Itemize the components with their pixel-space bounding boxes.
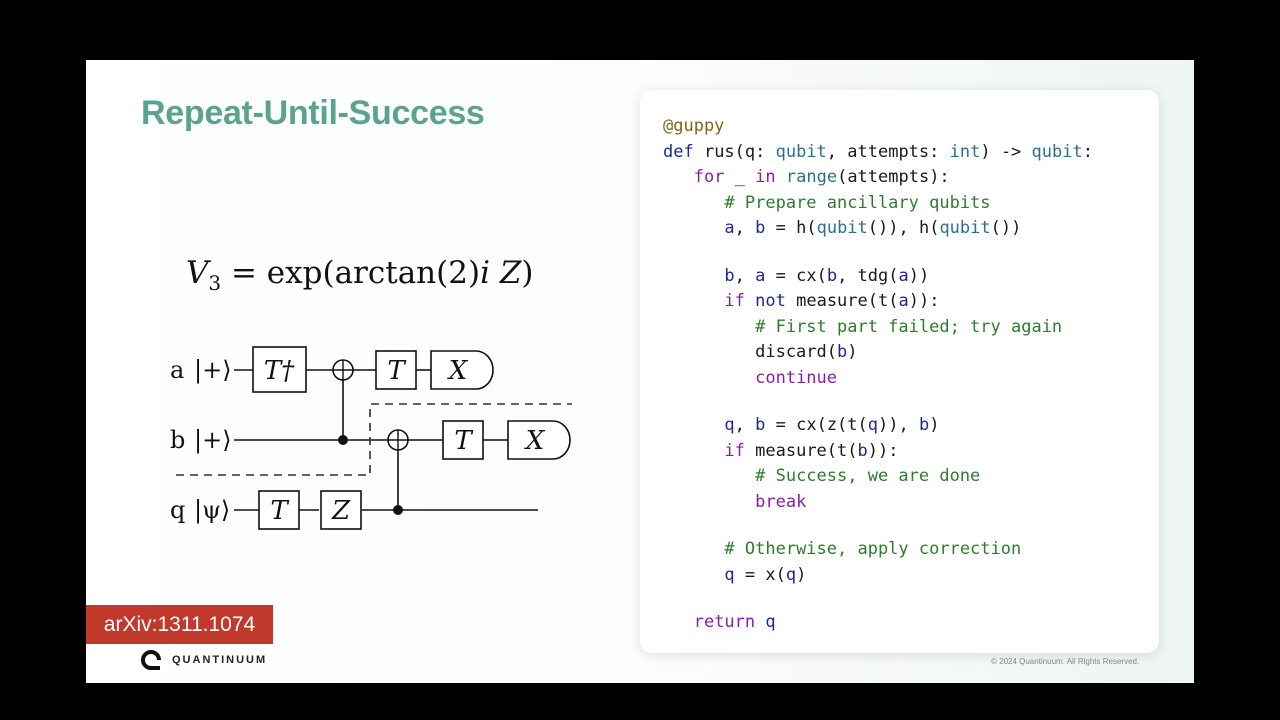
code-panel: @guppy def rus(q: qubit, attempts: int) -… — [640, 90, 1159, 653]
gate-z-q: Z — [320, 490, 362, 530]
code-block: @guppy def rus(q: qubit, attempts: int) -… — [663, 114, 1093, 636]
svg-text:T: T — [387, 356, 406, 386]
slide-title: Repeat-Until-Success — [141, 94, 485, 132]
code-line: if measure(t(b)): — [724, 440, 899, 461]
qubit-q-state: |ψ⟩ — [194, 496, 230, 525]
slide: Repeat-Until-Success V3 = exp(arctan(2)i… — [86, 60, 1194, 683]
gate-t-dagger-a: T† — [252, 346, 307, 393]
code-line: for _ in range(attempts): — [693, 167, 950, 187]
gate-t-a: T — [375, 350, 417, 390]
code-line: # Prepare ancillary qubits — [724, 192, 991, 213]
code-line: q, b = cx(z(t(q)), b) — [724, 415, 940, 435]
code-line: # First part failed; try again — [755, 316, 1063, 337]
measure-x-a: X — [430, 350, 494, 390]
code-line: q = x(q) — [724, 564, 807, 585]
code-line: a, b = h(qubit()), h(qubit()) — [724, 218, 1022, 238]
code-line — [663, 391, 1093, 413]
quantum-circuit: a |+⟩ b |+⟩ q |ψ⟩ — [170, 346, 572, 530]
code-line: if not measure(t(a)): — [724, 291, 940, 311]
gate-t-b: T — [442, 420, 484, 460]
code-line — [663, 515, 1093, 537]
code-line: return q — [693, 612, 776, 632]
formula: V3 = exp(arctan(2)i Z) — [186, 255, 534, 295]
svg-text:T†: T† — [264, 356, 295, 386]
svg-text:T: T — [454, 426, 473, 456]
formula-rhs-pre: = exp(arctan(2) — [221, 255, 481, 291]
formula-i: i — [480, 255, 490, 291]
wires — [234, 369, 538, 511]
code-line: # Success, we are done — [755, 466, 981, 486]
svg-text:X: X — [447, 356, 469, 386]
measure-x-b: X — [507, 420, 571, 460]
formula-subscript: 3 — [208, 271, 222, 296]
code-line: discard(b) — [663, 342, 858, 362]
formula-rhs-post: ) — [521, 255, 534, 291]
formula-var: V — [186, 255, 209, 291]
qubit-q-label: q — [170, 496, 185, 524]
svg-text:X: X — [524, 426, 546, 456]
svg-text:Z: Z — [331, 496, 351, 526]
code-line — [663, 242, 1093, 264]
cnot-gate-2 — [387, 429, 409, 515]
code-line: @guppy — [663, 116, 725, 136]
dashed-separator — [176, 403, 572, 476]
code-line: def rus(q: qubit, attempts: int) -> qubi… — [663, 141, 1093, 162]
qubit-b-label: b — [170, 426, 185, 454]
company-logo: QUANTINUUM — [140, 649, 267, 671]
qubit-a-state: |+⟩ — [194, 356, 232, 385]
qubit-a-label: a — [170, 356, 184, 384]
citation-badge[interactable]: arXiv:1311.1074 — [86, 605, 273, 644]
logo-text: QUANTINUUM — [172, 654, 268, 666]
code-line: # Otherwise, apply correction — [724, 539, 1022, 559]
qubit-b-state: |+⟩ — [194, 426, 232, 455]
quantinuum-logo-icon — [141, 650, 162, 671]
svg-text:T: T — [270, 496, 289, 526]
copyright: © 2024 Quantinuum. All Rights Reserved. — [991, 657, 1140, 666]
code-line — [663, 588, 1093, 610]
code-line: continue — [755, 367, 838, 388]
gate-t-q: T — [258, 490, 300, 530]
code-line: break — [755, 491, 807, 512]
formula-z: Z — [499, 255, 522, 291]
code-line: b, a = cx(b, tdg(a)) — [724, 265, 930, 286]
cnot-gate-1 — [332, 359, 354, 445]
